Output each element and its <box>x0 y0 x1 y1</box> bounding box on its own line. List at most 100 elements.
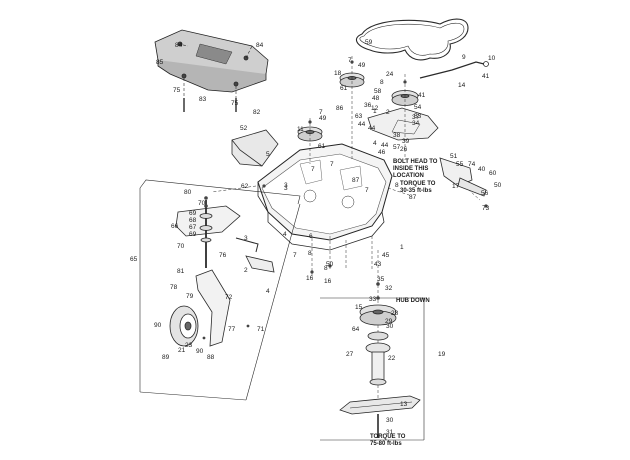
callout-label: 75 <box>231 100 239 107</box>
callout-label: 80 <box>184 189 192 196</box>
callout-label: 56 <box>481 190 489 197</box>
note-torque-bottom: TORQUE TO 75-80 ft-lbs <box>370 434 406 447</box>
callout-label: 8 <box>308 250 312 257</box>
callout-label: 4 <box>373 140 377 147</box>
callout-label: 85 <box>156 59 164 66</box>
callout-label: 77 <box>228 326 236 333</box>
callout-label: 16 <box>324 278 332 285</box>
callout-label: 7 <box>348 57 352 64</box>
callout-label: 44 <box>368 125 376 132</box>
callout-label: 84 <box>256 42 264 49</box>
callout-label: 36 <box>364 102 372 109</box>
callout-label: 78 <box>170 284 178 291</box>
callout-label: 3 <box>284 182 288 189</box>
callout-label: 70 <box>198 200 206 207</box>
callout-label: 69 <box>189 231 197 238</box>
spindle-pulley <box>359 304 397 326</box>
callout-label: 19 <box>438 351 446 358</box>
callout-label: 13 <box>400 401 408 408</box>
callout-label: 30 <box>386 323 394 330</box>
callout-label: 58 <box>374 88 382 95</box>
callout-label: 22 <box>388 355 396 362</box>
callout-label: 57 <box>393 144 401 151</box>
bracket-5 <box>231 129 279 167</box>
callout-label: 8 <box>380 79 384 86</box>
callout-label: 7 <box>293 252 297 259</box>
callout-label: 1 <box>373 108 377 115</box>
callout-label: 72 <box>225 294 233 301</box>
callout-label: 66 <box>171 223 179 230</box>
callout-label: 49 <box>358 62 366 69</box>
callout-label: 51 <box>450 153 458 160</box>
note-torque-top: TORQUE TO 30-35 ft-lbs <box>400 181 436 194</box>
mower-deck <box>257 143 393 251</box>
callout-label: 32 <box>385 285 393 292</box>
caster-fork <box>195 269 231 347</box>
callout-label: 10 <box>488 55 496 62</box>
callout-label: 81 <box>177 268 185 275</box>
callout-label: 53 <box>414 113 422 120</box>
callout-label: 64 <box>352 326 360 333</box>
callout-label: 73 <box>482 205 490 212</box>
callout-label: 24 <box>386 71 394 78</box>
hardware-fasteners <box>202 60 488 340</box>
callout-label: 8 <box>324 265 328 272</box>
callout-label: 61 <box>340 85 348 92</box>
callout-label: 48 <box>372 95 380 102</box>
callout-label: 12 <box>371 105 379 112</box>
callout-label: 49 <box>319 115 327 122</box>
callout-label: 5 <box>266 151 270 158</box>
caster-frame <box>139 179 301 401</box>
callout-label: 14 <box>458 82 466 89</box>
callout-label: 76 <box>219 252 227 259</box>
callout-label: 8 <box>395 182 399 189</box>
callout-label: 3 <box>284 185 288 192</box>
callout-label: 90 <box>196 348 204 355</box>
callout-label: 35 <box>377 276 385 283</box>
callout-label: 79 <box>186 293 194 300</box>
callout-label: 29 <box>385 318 393 325</box>
control-rod <box>419 61 489 79</box>
callout-label: 86 <box>336 105 344 112</box>
callout-label: 89 <box>162 354 170 361</box>
callout-label: 7 <box>330 161 334 168</box>
callout-label: 3 <box>244 235 248 242</box>
callout-label: 7 <box>311 166 315 173</box>
callout-label: 41 <box>482 73 490 80</box>
callout-label: 69 <box>189 210 197 217</box>
caster-spindle <box>199 200 213 268</box>
callout-label: 61 <box>318 143 326 150</box>
callout-label: 4 <box>266 288 270 295</box>
callout-label: 87 <box>352 177 360 184</box>
callout-label: 7 <box>365 187 369 194</box>
callout-label: 65 <box>130 256 138 263</box>
callout-label: 74 <box>468 161 476 168</box>
idler-arm <box>367 107 439 141</box>
callout-label: 82 <box>253 109 261 116</box>
callout-label: 21 <box>178 347 186 354</box>
callout-label: 18 <box>334 70 342 77</box>
callout-label: 44 <box>381 142 389 149</box>
callout-label: 2 <box>386 109 390 116</box>
callout-label: 9 <box>462 54 466 61</box>
callout-label: 33 <box>369 296 377 303</box>
callout-label: 70 <box>177 243 185 250</box>
callout-label: 44 <box>358 121 366 128</box>
caster-wheel <box>169 305 199 347</box>
spindle-housing <box>365 331 391 386</box>
callout-label: 28 <box>391 310 399 317</box>
callout-label: 84 <box>175 42 183 49</box>
callout-label: 90 <box>154 322 162 329</box>
callout-label: 4 <box>283 231 287 238</box>
callout-label: 37 <box>412 114 420 121</box>
callout-label: 34 <box>412 120 420 127</box>
drive-belt <box>355 18 469 61</box>
callout-label: 40 <box>478 166 486 173</box>
callout-label: 41 <box>418 92 426 99</box>
linkage-right <box>439 157 487 197</box>
callout-label: 16 <box>306 275 314 282</box>
callout-label: 55 <box>456 161 464 168</box>
callout-label: 38 <box>393 132 401 139</box>
